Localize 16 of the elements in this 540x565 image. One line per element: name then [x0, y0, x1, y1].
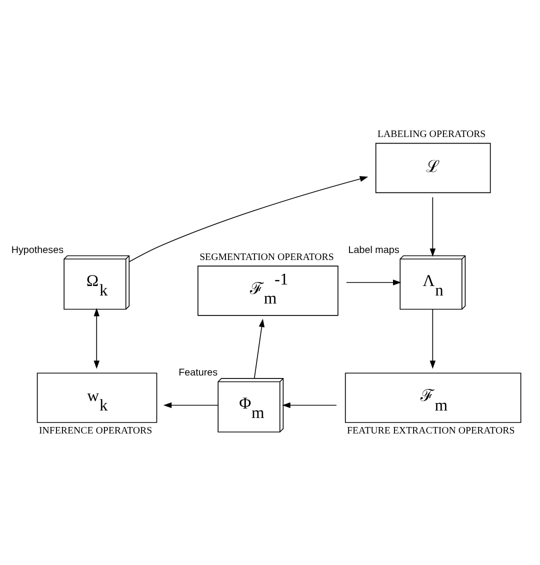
arrow: [282, 402, 337, 408]
arrow: [94, 308, 100, 369]
node-box: ℒ: [375, 142, 491, 194]
node-label: FEATURE EXTRACTION OPERATORS: [347, 426, 515, 437]
node-label: Hypotheses: [11, 244, 64, 256]
arrow: [430, 308, 436, 369]
arrow: [254, 318, 265, 379]
arrow: [346, 280, 402, 286]
arrow: [129, 176, 368, 262]
node-label: LABELING OPERATORS: [377, 129, 486, 140]
node-label: SEGMENTATION OPERATORS: [200, 252, 334, 263]
node-label: INFERENCE OPERATORS: [38, 426, 152, 437]
arrow: [430, 196, 436, 257]
arrow: [163, 402, 218, 408]
node-label: Features: [178, 368, 218, 379]
node-label: Label maps: [348, 244, 400, 256]
